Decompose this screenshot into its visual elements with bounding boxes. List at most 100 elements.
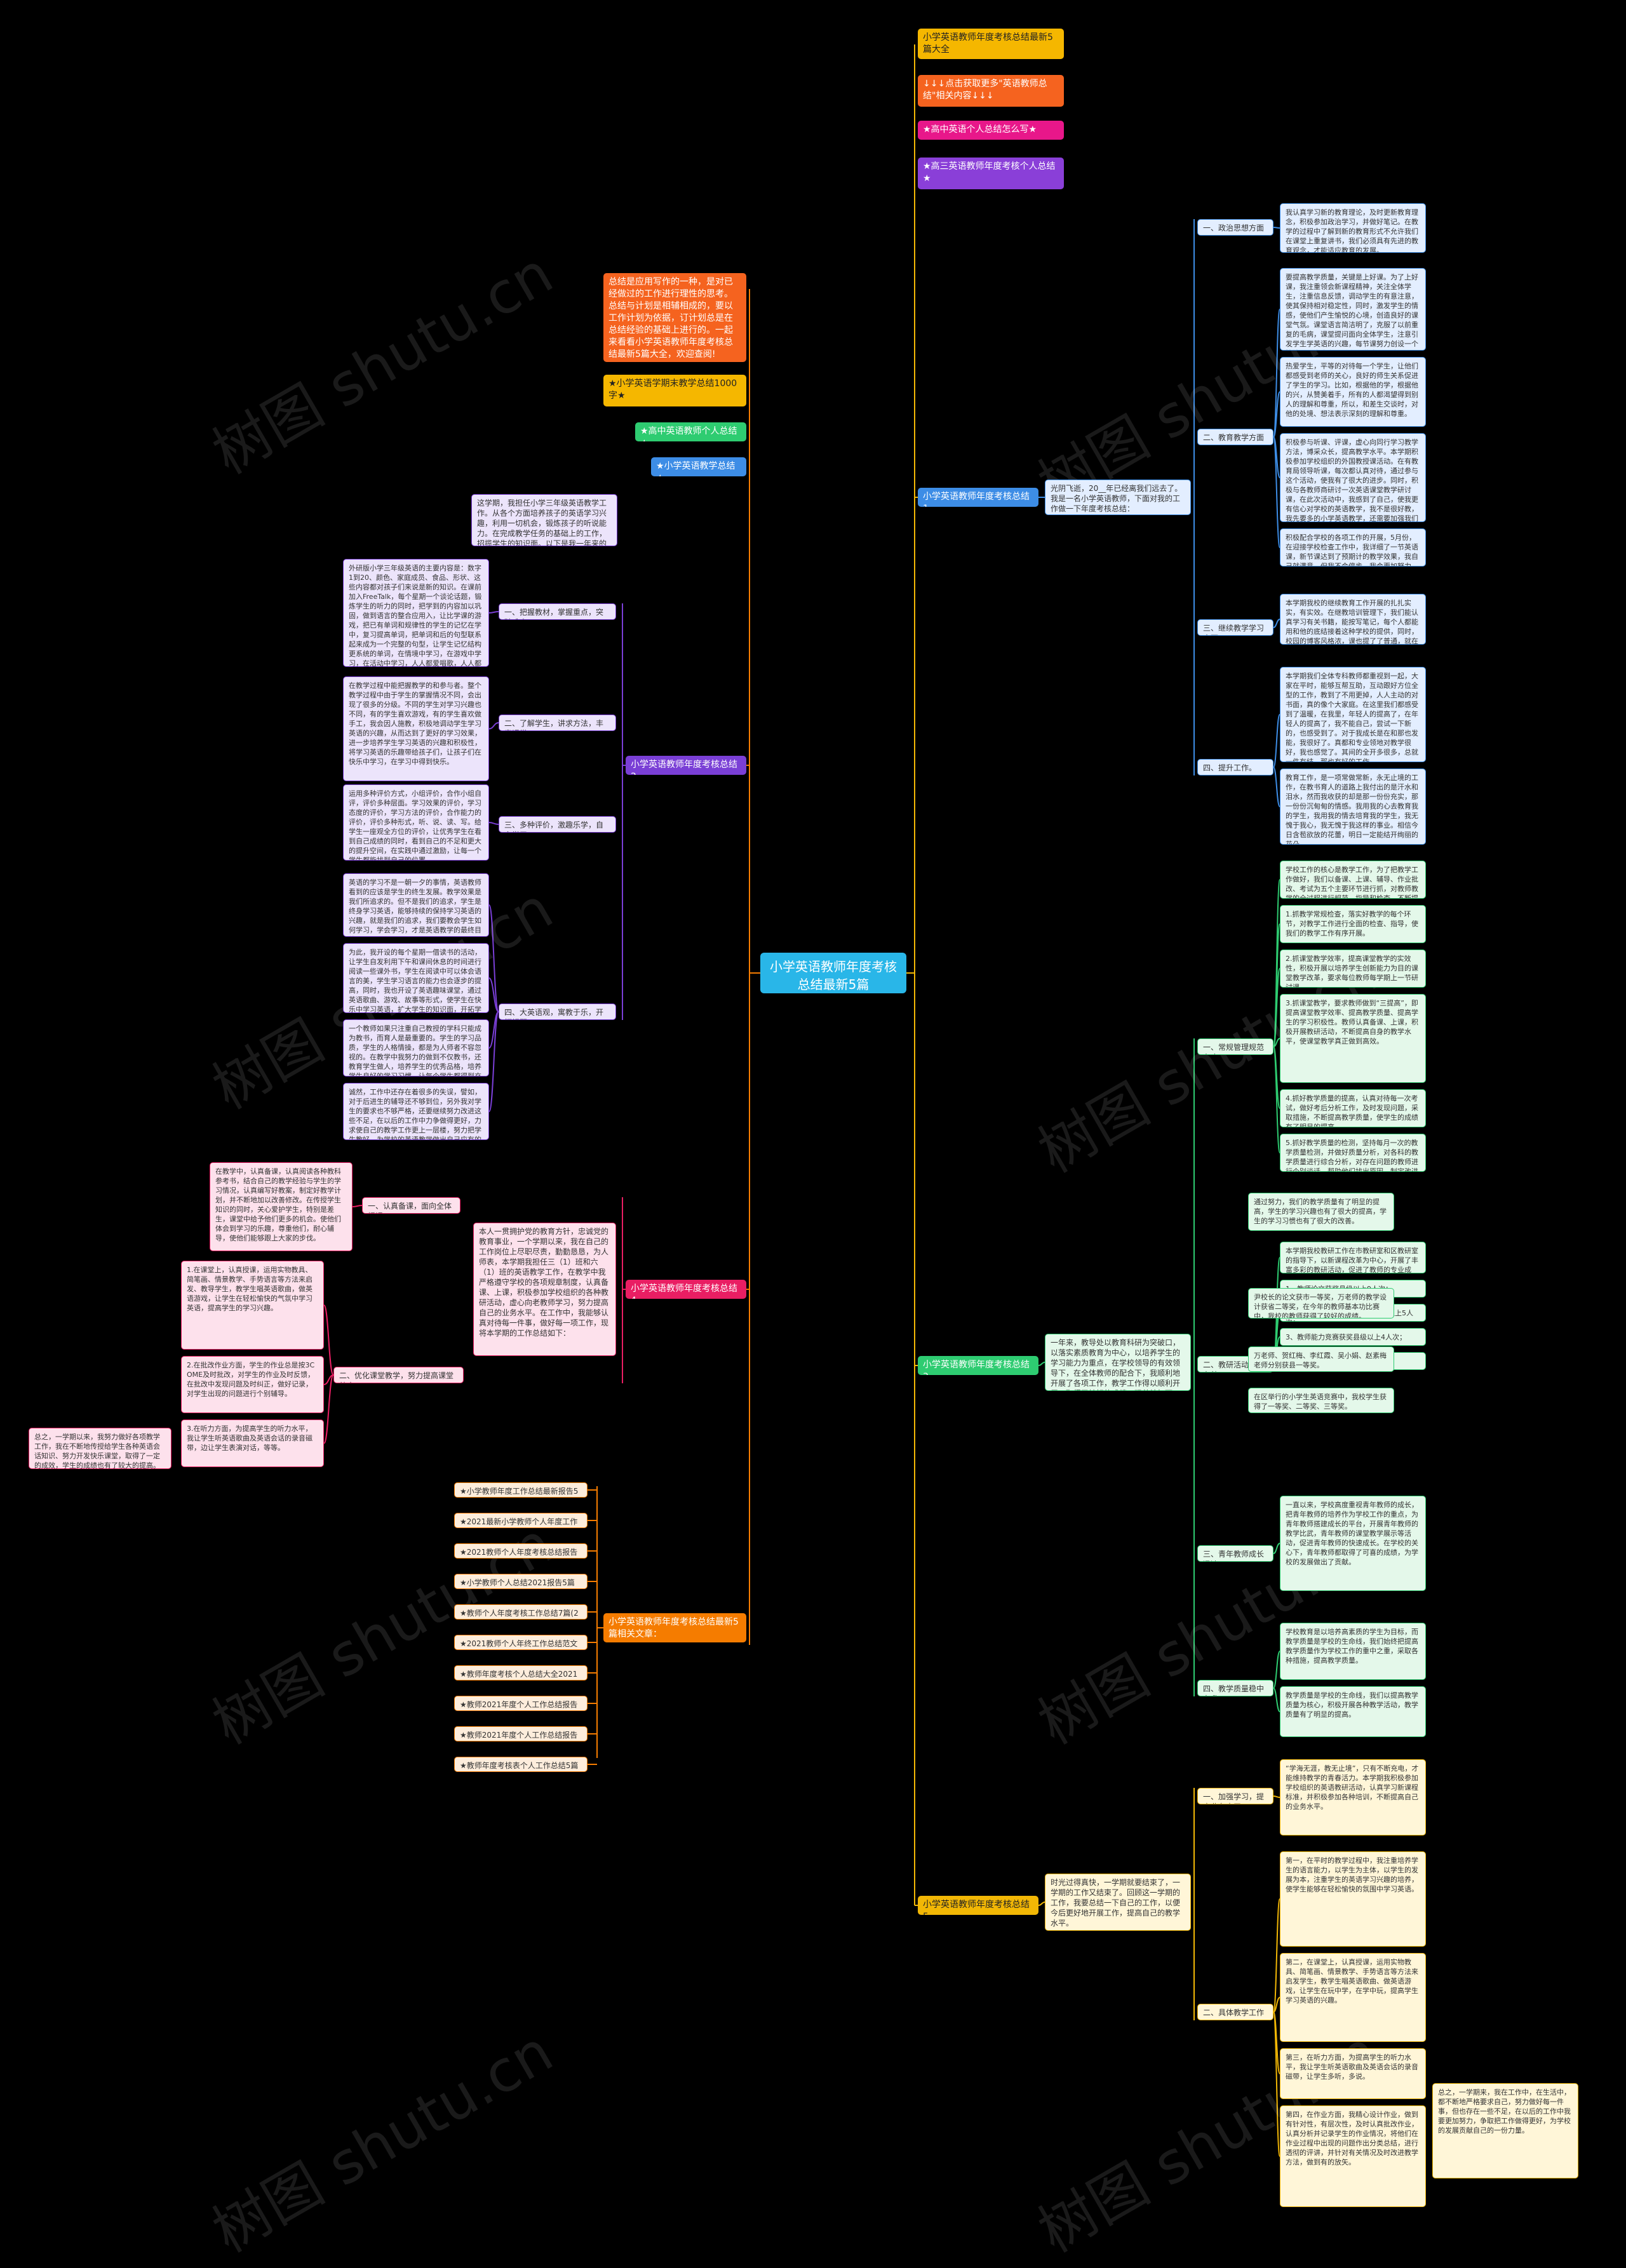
b2-title[interactable]: 小学英语教师年度考核总结2 <box>626 756 746 775</box>
b3-section-2-note-1: 尹校长的论文获市一等奖，万老师的教学设计获省二等奖，在今年的教师基本功比赛中，我… <box>1248 1288 1394 1319</box>
right-top-link-3[interactable]: ★高中英语个人总结怎么写★ <box>918 121 1064 140</box>
b3-section-4: 四、教学质量稳中有升。 <box>1197 1680 1273 1696</box>
b2-section-1: 一、把握教材，掌握重点，突破难点 <box>499 603 616 620</box>
b3-section-1-detail-1: 学校工作的核心是教学工作，为了把教学工作做好，我们以备课、上课、辅导、作业批改、… <box>1280 861 1426 899</box>
b5-intro: 时光过得真快，一学期就要结束了，一学期的工作又结束了。回顾这一学期的工作，我要总… <box>1045 1874 1191 1931</box>
b3-section-1-detail-6: 5.抓好教学质量的检测，坚持每月一次的教学质量检测，并做好质量分析，对各科的教学… <box>1280 1134 1426 1172</box>
related-article-8[interactable]: ★教师2021年度个人工作总结报告(7篇) <box>454 1696 588 1711</box>
b3-section-2-note-2: 万老师、贺红梅、李红霞、吴小娟、赵素梅老师分别获县一等奖。 <box>1248 1346 1394 1372</box>
connector <box>1038 1902 1045 1906</box>
related-article-6[interactable]: ★2021教师个人年终工作总结范文5篇 <box>454 1635 588 1650</box>
right-top-link-1[interactable]: 小学英语教师年度考核总结最新5篇大全 <box>918 29 1064 59</box>
left-top-link-2[interactable]: ★小学英语学期末教学总结1000字★ <box>603 375 746 406</box>
b4-title[interactable]: 小学英语教师年度考核总结4 <box>626 1280 746 1299</box>
related-article-5[interactable]: ★教师个人年度考核工作总结7篇(2021) <box>454 1604 588 1620</box>
right-top-link-2[interactable]: ↓↓↓点击获取更多"英语教师总结"相关内容↓↓↓ <box>918 75 1064 107</box>
b3-section-3: 三、青年教师成长迅速。 <box>1197 1545 1273 1562</box>
b3-intro: 一年来，教导处以教育科研为突破口，以落实素质教育为中心，以培养学生的学习能力为重… <box>1045 1334 1191 1391</box>
b4-section-1-detail-1: 在教学中，认真备课，认真阅读各种教科参考书，结合自己的教学经验与学生的学习情况，… <box>210 1162 353 1251</box>
connector <box>323 1305 334 1376</box>
b3-section-1: 一、常规管理规范有序。 <box>1197 1038 1273 1055</box>
b1-section-2-detail-4: 积极配合学校的各项工作的开展，5月份，在迎接学校检查工作中，我详细了一节英语课，… <box>1280 528 1426 567</box>
b5-title[interactable]: 小学英语教师年度考核总结5 <box>918 1896 1038 1915</box>
b4-section-2-detail-1: 1.在课堂上，认真授课，运用实物教具、简笔画、情景教学、手势语言等方法来启发、教… <box>181 1261 324 1350</box>
related-title[interactable]: 小学英语教师年度考核总结最新5篇相关文章： <box>603 1613 746 1642</box>
related-article-9[interactable]: ★教师2021年度个人工作总结报告(7篇) <box>454 1726 588 1741</box>
b5-section-2-detail-2: 第二，在课堂上，认真授课，运用实物教具、简笔画、情景教学、手势语言等方法来启发学… <box>1280 1953 1426 2042</box>
b1-section-2-detail-3: 积极参与听课、评课，虚心向同行学习教学方法，博采众长，提高教学水平。本学期积极参… <box>1280 433 1426 522</box>
connector <box>1273 767 1280 807</box>
related-article-10[interactable]: ★教师年度考核表个人工作总结5篇 <box>454 1757 588 1772</box>
related-article-1[interactable]: ★小学教师年度工作总结最新报告5篇 <box>454 1482 588 1498</box>
b1-title[interactable]: 小学英语教师年度考核总结1 <box>918 488 1038 507</box>
b3-section-4-detail-1: 学校教育是以培养高素质的学生为目标，而教学质量是学校的生命线，我们始终把提高教学… <box>1280 1623 1426 1680</box>
connector <box>1273 2011 1280 2157</box>
b5-section-1-detail-1: “学海无涯，教无止境”，只有不断充电，才能维持教学的青春活力。本学期我积极参加学… <box>1280 1759 1426 1835</box>
b2-section-4-detail-4: 诚然，工作中还存在着很多的失误，譬如，对于后进生的辅导还不够到位，另外我对学生的… <box>343 1083 489 1140</box>
b1-section-2-detail-2: 热爱学生，平等的对待每一个学生，让他们都感受到老师的关心，良好的师生关系促进了学… <box>1280 357 1426 427</box>
b4-intro: 本人一贯拥护党的教育方针，忠诚党的教育事业，一个学期以来，我在自己的工作岗位上尽… <box>473 1223 616 1356</box>
b5-section-2-detail-4: 第四，在作业方面，我精心设计作业，做到有针对性，有层次性，及时认真批改作业，认真… <box>1280 2105 1426 2207</box>
b5-section-2-detail-1: 第一，在平时的教学过程中，我注重培养学生的语言能力，以学生为主体，以学生的发展为… <box>1280 1851 1426 1947</box>
b3-section-1-detail-4: 3.抓课堂教学，要求教师做到“三提高”，即提高课堂教学效率、提高教学质量、提高学… <box>1280 994 1426 1083</box>
b3-section-1-note: 通过努力，我们的教学质量有了明显的提高，学生的学习兴趣也有了很大的提高，学生的学… <box>1248 1193 1394 1231</box>
b5-section-2-detail-3: 第三，在听力方面，为提高学生的听力水平，我让学生听英语歌曲及英语会话的录音磁带，… <box>1280 2048 1426 2099</box>
left-top-link-4[interactable]: ★小学英语教学总结★ <box>651 457 746 476</box>
root-topic: 小学英语教师年度考核总结最新5篇 <box>760 953 906 993</box>
b1-section-1-detail-1: 我认真学习新的教育理论，及时更新教育理念，积极参加政治学习，并做好笔记。在教学的… <box>1280 203 1426 253</box>
b2-section-3: 三、多种评价，激趣乐学，自主学习 <box>499 816 616 833</box>
b3-section-3-detail-1: 一直以来，学校高度重视青年教师的成长，把青年教师的培养作为学校工作的重点，为青年… <box>1280 1496 1426 1591</box>
connector <box>488 904 499 1012</box>
b5-section-2-note: 总之，一学期来，我在工作中，在生活中，都不断地严格要求自己，努力做好每一件事，但… <box>1432 2083 1578 2178</box>
connector <box>1273 1688 1280 1712</box>
related-article-3[interactable]: ★2021教师个人年度考核总结报告最新5篇 <box>454 1543 588 1559</box>
b2-section-3-detail-1: 运用多种评价方式，小组评价，合作小组自评，评价多种层面。学习效果的评价，学习态度… <box>343 784 489 861</box>
b4-section-2-detail-3: 3.在听力方面，为提高学生的听力水平，我让学生听英语歌曲及英语会话的录音磁带，边… <box>181 1419 324 1467</box>
b5-section-1: 一、加强学习，提高业务水平 <box>1197 1788 1273 1804</box>
connector <box>323 1374 334 1444</box>
connector <box>488 611 499 614</box>
b2-intro: 这学期，我担任小学三年级英语教学工作。从各个方面培养孩子的英语学习兴趣，利用一切… <box>471 494 617 546</box>
connector <box>488 977 499 1012</box>
b4-section-1: 一、认真备课，面向全体授课 <box>362 1197 460 1214</box>
b1-section-3-detail-1: 本学期我校的继续教育工作开展的扎扎实实，有实效。在继教培训管理下，我们能认真学习… <box>1280 594 1426 645</box>
b3-section-2-note-3: 在区举行的小学生英语竞赛中，我校学生获得了一等奖、二等奖、三等奖。 <box>1248 1388 1394 1413</box>
related-article-7[interactable]: ★教师年度考核个人总结大全2021范文 <box>454 1665 588 1681</box>
b2-section-4-detail-2: 为此，我开设的每个星期一借读书的活动，让学生自发利用下午和课间休息的时间进行阅读… <box>343 943 489 1013</box>
connector <box>1273 968 1280 1047</box>
connector <box>1273 391 1280 438</box>
b2-section-4: 四、大英语观，寓教于乐，开拓视野 <box>499 1003 616 1020</box>
b3-section-4-detail-2: 教学质量是学校的生命线，我们以提高教学质量为核心，积极开展各种教学活动，教学质量… <box>1280 1686 1426 1737</box>
connector <box>1273 309 1280 438</box>
connector <box>1273 1997 1280 2013</box>
b1-section-3: 三、继续教学学习方面。 <box>1197 619 1273 636</box>
b2-section-2-detail-1: 在教学过程中能把握教学的和参与者。整个教学过程中由于学生的掌握情况不同，会出现了… <box>343 676 489 781</box>
b5-section-2: 二、具体教学工作 <box>1197 2004 1273 2020</box>
b3-section-2-detail-4: 3、教师能力竞赛获奖县级以上4人次； <box>1280 1328 1426 1346</box>
b3-section-1-detail-2: 1.抓教学常规检查，落实好教学的每个环节，对教学工作进行全面的检查、指导，使我们… <box>1280 905 1426 943</box>
connector <box>1273 1038 1280 1047</box>
b1-section-4-detail-1: 本学期我们全体专科教师都重视到一起，大家在平时，能够互帮互助，互动跟好方位全型的… <box>1280 667 1426 762</box>
connector <box>1273 227 1280 229</box>
b1-section-4-detail-2: 教育工作，是一项常做常新，永无止境的工作，在教书育人的道路上我付出的是汗水和泪水… <box>1280 768 1426 845</box>
b3-section-1-detail-5: 4.抓好教学质量的提高，认真对待每一次考试，做好考后分析工作，及时发现问题，采取… <box>1280 1089 1426 1127</box>
b2-section-2: 二、了解学生，讲求方法，丰富课堂 <box>499 715 616 731</box>
connector <box>1273 619 1280 628</box>
b3-title[interactable]: 小学英语教师年度考核总结3 <box>918 1356 1038 1375</box>
connector <box>1273 1046 1280 1153</box>
connector <box>1273 436 1280 548</box>
connector <box>1273 1651 1280 1689</box>
related-article-4[interactable]: ★小学教师个人总结2021报告5篇 <box>454 1574 588 1589</box>
connector <box>1273 1543 1280 1554</box>
related-article-2[interactable]: ★2021最新小学教师个人年度工作总结5篇 <box>454 1513 588 1528</box>
b3-section-1-detail-3: 2.抓课堂教学效率，提高课堂教学的实效性，积极开展以培养学生创新能力为目的课堂教… <box>1280 949 1426 988</box>
left-top-link-3[interactable]: ★高中英语教师个人总结★ <box>635 422 746 441</box>
connector <box>1273 1795 1280 1798</box>
right-top-link-4[interactable]: ★高三英语教师年度考核个人总结★ <box>918 158 1064 189</box>
b4-section-2-note: 总之，一学期以来，我努力做好各项教学工作，我在不断地传授给学生各种英语会话知识、… <box>29 1428 171 1469</box>
connector <box>1038 1362 1045 1366</box>
connector <box>1273 1898 1280 2013</box>
connector-lines <box>323 44 1280 2157</box>
left-top-link-1[interactable]: 总结是应用写作的一种，是对已经做过的工作进行理性的思考。总结与计划是相辅相成的，… <box>603 273 746 362</box>
